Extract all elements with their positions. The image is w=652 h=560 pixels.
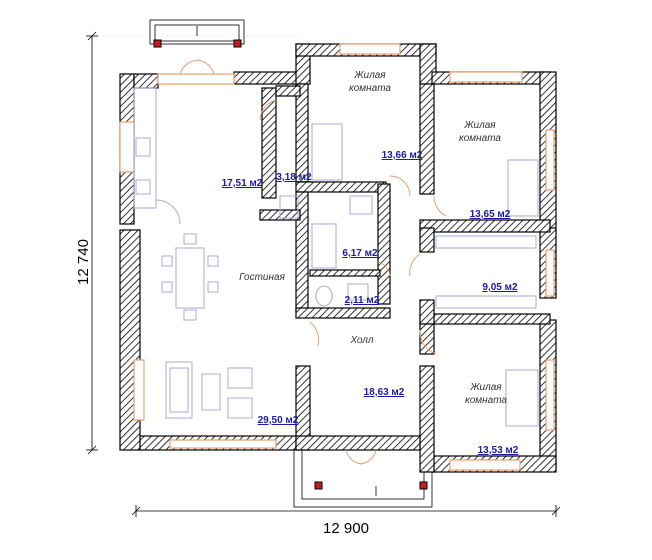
- doors: [179, 59, 447, 465]
- room-areas: 13,66 м2 13,65 м2 13,53 м2 17,51 м2 3,18…: [222, 150, 519, 456]
- area-hall: 18,63 м2: [364, 387, 405, 398]
- area-bath: 6,17 м2: [342, 248, 378, 259]
- dimension-lines: [86, 31, 561, 517]
- area-living2: 13,65 м2: [470, 209, 511, 220]
- furniture: [133, 87, 539, 427]
- area-living3: 13,53 м2: [478, 445, 519, 456]
- porch-bottom: [293, 446, 433, 508]
- porch-top: [149, 19, 245, 48]
- area-living1: 13,66 м2: [382, 150, 423, 161]
- exterior-walls: [119, 43, 557, 473]
- area-wardrobe: 9,05 м2: [482, 282, 518, 293]
- room-name-hall: Холл: [349, 335, 373, 346]
- area-kitchen: 17,51 м2: [222, 178, 263, 189]
- dimension-height: 12 740: [75, 239, 92, 285]
- windows: [119, 43, 555, 471]
- area-wc: 2,11 м2: [345, 295, 380, 306]
- dimension-width: 12 900: [323, 520, 369, 537]
- area-storage: 3,18 м2: [276, 172, 312, 183]
- area-lounge: 29,50 м2: [258, 415, 299, 426]
- room-name-lounge: Гостиная: [239, 272, 285, 283]
